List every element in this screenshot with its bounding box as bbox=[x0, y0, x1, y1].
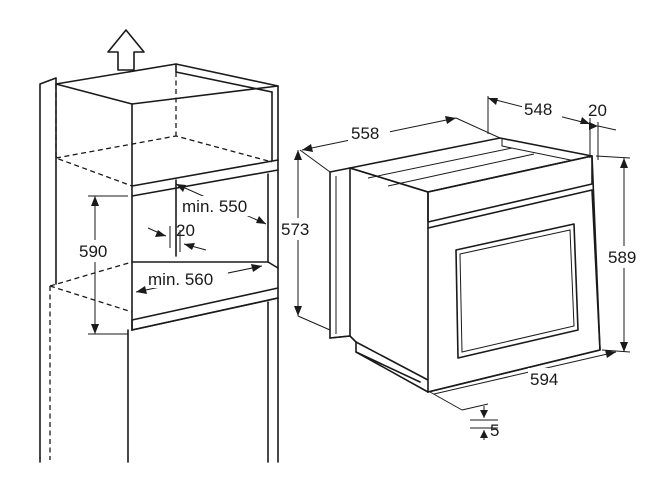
lower-cabinet bbox=[127, 297, 279, 463]
lower-dash-1 bbox=[49, 261, 133, 287]
upper-compartment-back bbox=[55, 135, 273, 163]
dim-548-label: 548 bbox=[524, 100, 552, 119]
oven-side-bottom bbox=[349, 335, 429, 393]
dim-589-label: 589 bbox=[608, 248, 636, 267]
dim-558-label: 558 bbox=[351, 124, 379, 143]
dim-590-label: 590 bbox=[79, 242, 107, 261]
oven-plinth-top bbox=[355, 341, 429, 381]
dim-573-label: 573 bbox=[281, 220, 309, 239]
oven-window-inner bbox=[459, 229, 575, 353]
dim-558: 558 bbox=[299, 116, 501, 173]
dim-590: 590 bbox=[76, 195, 128, 335]
lower-dash-2 bbox=[49, 285, 133, 313]
dim-20-front: 20 bbox=[588, 101, 617, 160]
dim-min-560: min. 560 bbox=[135, 264, 263, 294]
dim-20-gap: 20 bbox=[147, 221, 207, 252]
oven-side-bottom-edge bbox=[329, 335, 351, 339]
oven-top-rail-1 bbox=[367, 147, 513, 179]
dim-5: 5 bbox=[470, 406, 499, 440]
oven-door bbox=[427, 189, 601, 393]
oven-side bbox=[329, 167, 351, 339]
dim-20-front-label: 20 bbox=[588, 101, 607, 120]
niche-floor-back bbox=[131, 261, 279, 269]
dim-573: 573 bbox=[280, 150, 331, 331]
oven-drawing: 558 548 20 573 bbox=[280, 96, 644, 440]
lift-arrow-icon bbox=[107, 29, 145, 71]
dim-594: 594 bbox=[429, 350, 617, 411]
oven-side-top-edge bbox=[349, 167, 429, 193]
dim-min-550: min. 550 bbox=[175, 183, 267, 225]
dim-548: 548 bbox=[487, 96, 591, 158]
dim-594-label: 594 bbox=[530, 370, 558, 389]
dim-min-550-label: min. 550 bbox=[182, 197, 247, 216]
cabinet-top-lid bbox=[55, 63, 279, 105]
niche-floor-front bbox=[131, 287, 279, 321]
oven-window bbox=[455, 223, 579, 359]
oven-control-panel bbox=[427, 155, 593, 223]
cabinet-left-panel bbox=[39, 77, 57, 459]
oven-plinth-line bbox=[355, 351, 421, 383]
upper-compartment-outline bbox=[55, 84, 133, 187]
oven-top-rail-2 bbox=[387, 153, 535, 187]
oven-niche-top bbox=[131, 159, 279, 197]
cabinet-drawing: 590 min. 550 20 min. 560 bbox=[39, 29, 279, 463]
cabinet-top-rim bbox=[175, 63, 273, 93]
upper-front-box bbox=[131, 85, 279, 187]
dim-min-560-label: min. 560 bbox=[148, 270, 213, 289]
dim-589: 589 bbox=[595, 155, 644, 353]
dim-5-label: 5 bbox=[490, 421, 499, 440]
oven-top-back-rim bbox=[501, 138, 591, 165]
dim-20-gap-label: 20 bbox=[176, 221, 195, 240]
